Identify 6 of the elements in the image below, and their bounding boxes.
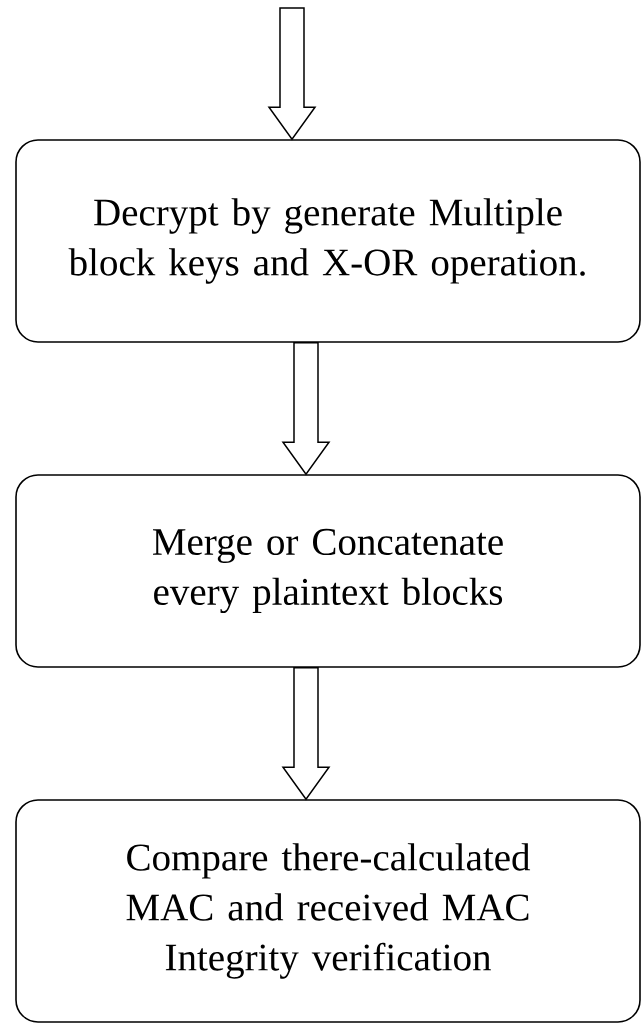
block-arrow [281, 342, 331, 476]
process-box: Decrypt by generate Multiple block keys and X-OR operation. [15, 139, 641, 343]
process-box: Compare there-calculated MAC and received MAC Integrity verification [15, 799, 641, 1023]
block-arrow [267, 7, 317, 141]
process-box: Merge or Concatenate every plaintext blocks [15, 474, 641, 668]
block-arrow [281, 667, 331, 801]
